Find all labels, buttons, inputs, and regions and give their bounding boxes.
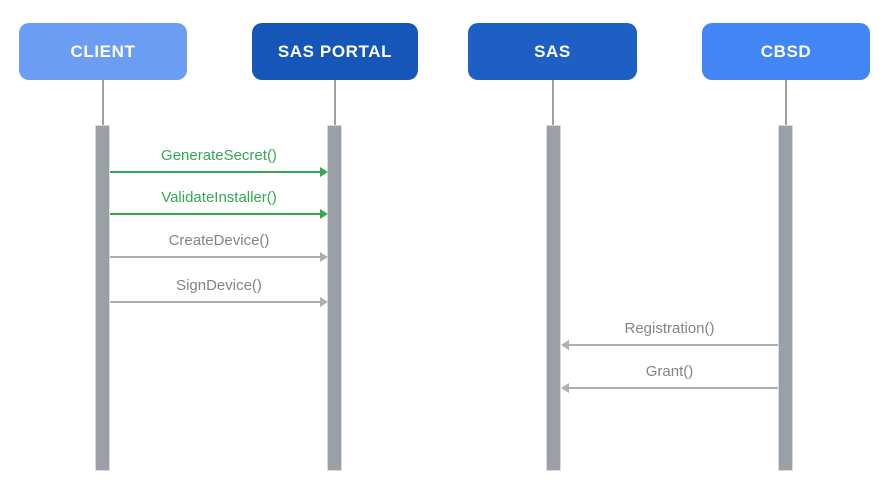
lifeline-cbsd — [785, 80, 787, 125]
message-label: Grant() — [645, 363, 694, 380]
activation-bar-sas — [546, 125, 561, 471]
message-line — [110, 256, 320, 258]
arrow-head-right-icon — [320, 252, 328, 262]
actor-box-client: CLIENT — [19, 23, 187, 80]
message-line — [569, 344, 778, 346]
activation-bar-sas-portal — [327, 125, 342, 471]
actor-box-sas: SAS — [468, 23, 637, 80]
message-line — [110, 213, 320, 215]
arrow-head-right-icon — [320, 167, 328, 177]
lifeline-client — [102, 80, 104, 125]
arrow-head-right-icon — [320, 209, 328, 219]
message-label: Registration() — [624, 320, 715, 337]
arrow-head-right-icon — [320, 297, 328, 307]
activation-bar-cbsd — [778, 125, 793, 471]
actor-box-sas-portal: SAS PORTAL — [252, 23, 418, 80]
message-label: GenerateSecret() — [161, 147, 277, 164]
message-line — [110, 301, 320, 303]
arrow-head-left-icon — [561, 340, 569, 350]
message-label: SignDevice() — [176, 277, 262, 294]
lifeline-sas — [552, 80, 554, 125]
message-label: CreateDevice() — [168, 232, 270, 249]
activation-bar-client — [95, 125, 110, 471]
message-label: ValidateInstaller() — [161, 189, 277, 206]
message-line — [569, 387, 778, 389]
lifeline-sas-portal — [334, 80, 336, 125]
actor-box-cbsd: CBSD — [702, 23, 870, 80]
arrow-head-left-icon — [561, 383, 569, 393]
message-line — [110, 171, 320, 173]
